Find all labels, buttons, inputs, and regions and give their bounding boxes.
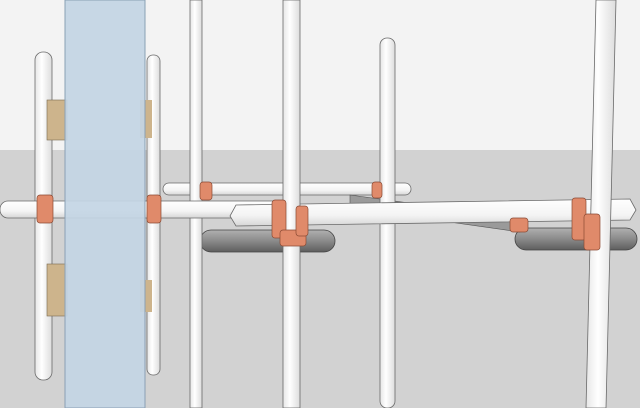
- pad-upper: [46, 99, 68, 141]
- pad-lower: [46, 263, 68, 317]
- glass-panel: [64, 0, 146, 408]
- clamp: [271, 199, 287, 239]
- clamp: [509, 217, 529, 233]
- clamp: [36, 194, 54, 224]
- clamp: [295, 205, 309, 237]
- clamp: [583, 213, 601, 251]
- steel-tube-left: [199, 229, 336, 253]
- vertical-pipe-right: [585, 0, 617, 408]
- clamp: [371, 181, 383, 199]
- clamp: [199, 181, 213, 201]
- clamps: [36, 181, 601, 251]
- clamp: [146, 194, 162, 224]
- horizontal-pipe-front: [229, 198, 637, 227]
